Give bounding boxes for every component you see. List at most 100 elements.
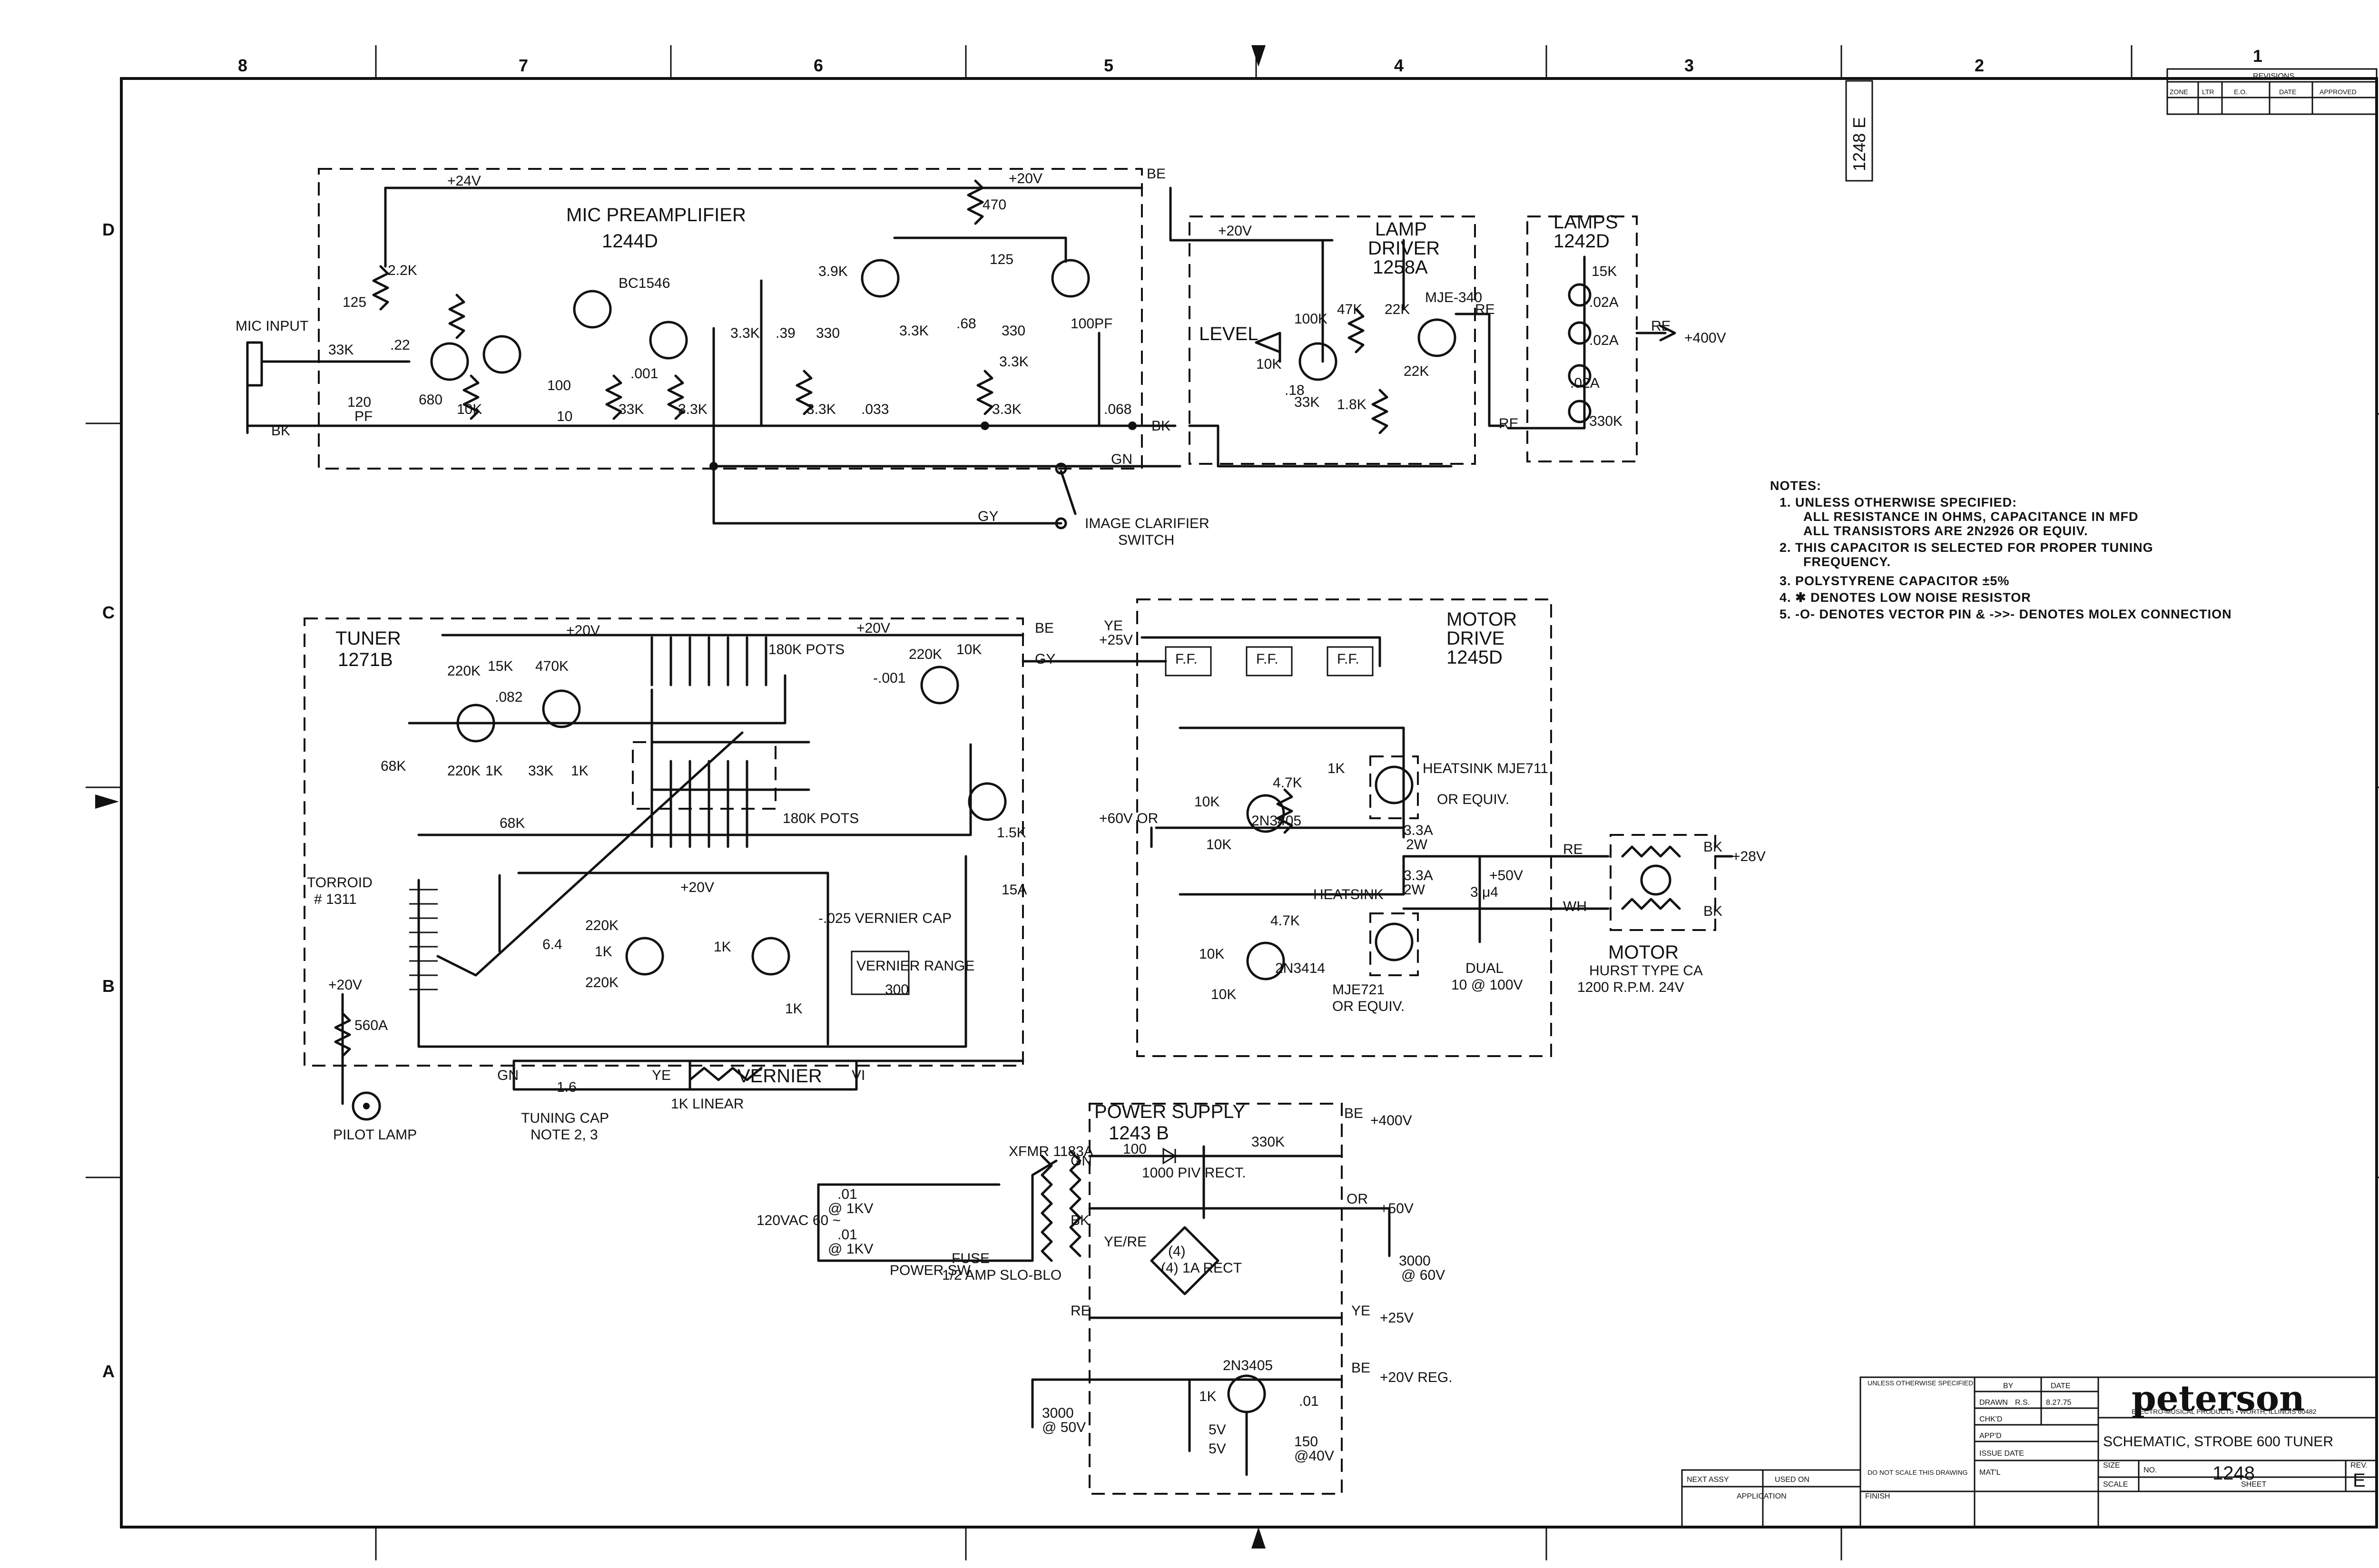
heatsink2-label: HEATSINK xyxy=(1313,887,1384,902)
tuning-cap-note: NOTE 2, 3 xyxy=(531,1127,598,1143)
by-label: BY xyxy=(2003,1382,2014,1390)
svg-text:100: 100 xyxy=(547,378,571,393)
svg-text:10K: 10K xyxy=(1194,794,1219,810)
svg-text:BE: BE xyxy=(1351,1360,1370,1376)
svg-text:330: 330 xyxy=(816,325,840,341)
image-clarifier-switch[interactable]: IMAGE CLARIFIER SWITCH GY GN xyxy=(712,451,1209,548)
center-arrow-bottom-icon xyxy=(1251,1527,1266,1548)
sheet-label: SHEET xyxy=(2241,1480,2267,1489)
motor-label: MOTOR xyxy=(1608,942,1679,963)
mje340-label: MJE-340 xyxy=(1425,290,1482,305)
mic-rail-20v: +20V xyxy=(1009,171,1042,186)
mic-block-title: MIC PREAMPLIFIER xyxy=(566,205,746,225)
svg-text:.01: .01 xyxy=(837,1227,857,1243)
drawn-by: R.S. xyxy=(2015,1399,2030,1407)
power-reg-label: +20V REG. xyxy=(1380,1370,1453,1385)
lamp-driver-title-1: LAMP xyxy=(1375,219,1427,240)
svg-text:.02A: .02A xyxy=(1589,333,1619,348)
center-arrow-top-icon xyxy=(1251,45,1266,67)
motor-drive-title-1: MOTOR xyxy=(1446,609,1517,630)
zone-3: 3 xyxy=(1684,56,1694,75)
drawing-number: 1248 xyxy=(2212,1463,2255,1484)
svg-text:1K: 1K xyxy=(785,1001,803,1017)
svg-text:33K: 33K xyxy=(1294,394,1319,410)
svg-text:300: 300 xyxy=(885,982,909,998)
toroid-label: TORROID xyxy=(307,875,373,891)
svg-text:22K: 22K xyxy=(1385,302,1410,317)
svg-text:PF: PF xyxy=(354,409,373,424)
note-1b: ALL TRANSISTORS ARE 2N2926 OR EQUIV. xyxy=(1803,524,2088,538)
svg-text:3.3K: 3.3K xyxy=(678,402,708,417)
svg-text:+20V: +20V xyxy=(328,977,362,993)
note-2: 2. THIS CAPACITOR IS SELECTED FOR PROPER… xyxy=(1779,540,2153,555)
zone-labels: 8 7 6 5 4 3 2 1 D C B A D C B A xyxy=(102,46,2262,1381)
note-5: 5. -O- DENOTES VECTOR PIN & ->>- DENOTES… xyxy=(1779,607,2232,621)
rev-label: REV. xyxy=(2350,1461,2368,1470)
svg-text:RE: RE xyxy=(1475,302,1495,317)
svg-text:BE: BE xyxy=(1035,620,1054,636)
motor-rail-25v: +25V xyxy=(1099,632,1133,648)
t-2n3405-label: 2N3405 xyxy=(1251,813,1301,829)
lamps-block: LAMPS 1242D 15K .02A .02A .02A 330K RE +… xyxy=(1507,212,1726,462)
zone-2: 2 xyxy=(1975,56,1984,75)
svg-text:1.6: 1.6 xyxy=(557,1079,577,1095)
motor-rpm: 1200 R.P.M. 24V xyxy=(1577,980,1684,995)
revisions-title: REVISIONS xyxy=(2253,72,2294,80)
svg-text:F.F.: F.F. xyxy=(1256,651,1278,667)
svg-text:2W: 2W xyxy=(1404,882,1425,898)
rev-col-approved: APPROVED xyxy=(2320,88,2357,96)
svg-text:BE: BE xyxy=(1147,166,1166,182)
svg-text:1K: 1K xyxy=(714,939,731,955)
svg-text:BE: BE xyxy=(1344,1106,1363,1121)
note-4: 4. ✱ DENOTES LOW NOISE RESISTOR xyxy=(1779,590,2031,605)
svg-text:WH: WH xyxy=(1563,899,1587,914)
heatsink1-label: HEATSINK MJE711 xyxy=(1423,761,1548,776)
power-25v-label: +25V xyxy=(1380,1310,1414,1326)
svg-text:.02A: .02A xyxy=(1589,294,1619,310)
svg-text:3.3A: 3.3A xyxy=(1404,868,1433,883)
svg-text:2W: 2W xyxy=(1406,837,1428,853)
svg-text:GY: GY xyxy=(1035,651,1055,667)
svg-text:220K: 220K xyxy=(585,918,619,933)
center-arrow-left-icon xyxy=(95,794,119,809)
svg-text:.39: .39 xyxy=(776,325,796,341)
zone-5: 5 xyxy=(1104,56,1113,75)
svg-text:10K: 10K xyxy=(1211,987,1236,1002)
svg-text:15K: 15K xyxy=(1592,264,1617,279)
svg-text:10K: 10K xyxy=(1256,356,1281,372)
svg-text:GN: GN xyxy=(497,1068,519,1083)
svg-text:1.5K: 1.5K xyxy=(997,825,1026,841)
vernier-range-label: VERNIER RANGE xyxy=(856,958,974,974)
dual-value: 10 @ 100V xyxy=(1451,977,1523,993)
svg-text:470K: 470K xyxy=(535,658,569,674)
svg-text:GN: GN xyxy=(1071,1153,1092,1169)
fuse-rating: 1/2 AMP SLO-BLO xyxy=(942,1267,1062,1283)
company-logo: peterson xyxy=(2132,1378,2305,1419)
tuner-number: 1271B xyxy=(338,649,393,670)
motor-drive-number: 1245D xyxy=(1446,647,1503,668)
issue-date-label: ISSUE DATE xyxy=(1979,1450,2024,1458)
rev-col-ltr: LTR xyxy=(2202,88,2214,96)
motor-drive-title-2: DRIVE xyxy=(1446,628,1504,649)
checked-label: CHK'D xyxy=(1979,1415,2002,1423)
svg-text:YE: YE xyxy=(652,1068,671,1083)
motor-icon xyxy=(1640,864,1671,896)
svg-text:22K: 22K xyxy=(1404,363,1429,379)
pilot-lamp-label: PILOT LAMP xyxy=(333,1127,417,1143)
lamps-title: LAMPS xyxy=(1553,212,1618,233)
svg-text:150: 150 xyxy=(1294,1434,1318,1450)
svg-text:3 μ4: 3 μ4 xyxy=(1470,884,1498,900)
svg-text:1K: 1K xyxy=(1327,761,1345,776)
svg-text:220K: 220K xyxy=(909,647,942,662)
svg-text:330: 330 xyxy=(1002,323,1025,339)
t-2n3414-label: 2N3414 xyxy=(1275,960,1325,976)
svg-text:33K: 33K xyxy=(619,402,644,417)
power-title: POWER SUPPLY xyxy=(1094,1101,1245,1122)
rail-50v-motor: +50V xyxy=(1489,868,1523,883)
svg-text:3.3K: 3.3K xyxy=(806,402,836,417)
svg-text:@ 1KV: @ 1KV xyxy=(828,1241,874,1257)
svg-text:3.9K: 3.9K xyxy=(818,264,848,279)
note-1a: ALL RESISTANCE IN OHMS, CAPACITANCE IN M… xyxy=(1803,510,2139,524)
pots-label-2: 180K POTS xyxy=(783,811,859,826)
image-switch-label-1: IMAGE CLARIFIER xyxy=(1085,516,1209,531)
